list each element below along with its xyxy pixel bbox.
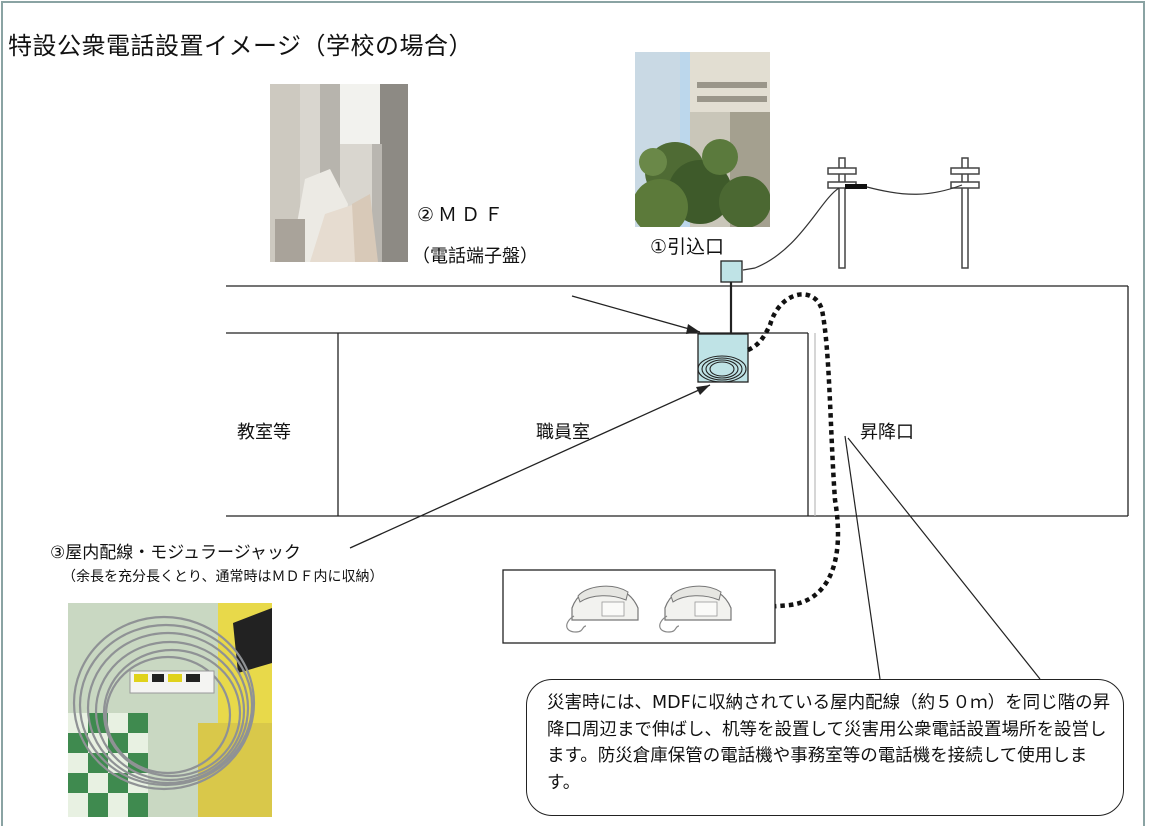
callout-text: 災害時には、MDFに収納されている屋内配線（約５０ｍ）を同じ階の昇降口周辺まで伸… bbox=[547, 693, 1111, 793]
mdf-photo bbox=[270, 84, 408, 262]
telephone-icon bbox=[566, 585, 639, 633]
page-title: 特設公衆電話設置イメージ（学校の場合） bbox=[8, 32, 474, 60]
wiring-arrow bbox=[349, 384, 711, 549]
phone-table bbox=[502, 569, 776, 644]
pole-left bbox=[838, 157, 846, 269]
callout-pointers bbox=[844, 435, 1041, 680]
classroom-label: 教室等 bbox=[237, 422, 291, 443]
cable-photo bbox=[68, 603, 272, 817]
entrance-label: 昇降口 bbox=[860, 422, 914, 443]
pole-right bbox=[961, 157, 969, 269]
telephone-icon bbox=[659, 585, 732, 633]
utility-poles bbox=[827, 157, 980, 269]
extended-wiring bbox=[739, 292, 841, 610]
entry-box bbox=[720, 260, 743, 283]
mdf-sub-label: （電話端子盤） bbox=[412, 246, 538, 267]
mdf-arrow bbox=[571, 295, 701, 333]
wiring-sub-label: （余長を充分長くとり、通常時はＭＤＦ内に収納） bbox=[62, 569, 384, 585]
drop-line bbox=[742, 187, 840, 271]
mdf-label: ②ＭＤＦ bbox=[417, 204, 508, 226]
explanation-callout: 災害時には、MDFに収納されている屋内配線（約５０ｍ）を同じ階の昇降口周辺まで伸… bbox=[526, 679, 1124, 816]
building-outline bbox=[226, 285, 1129, 517]
pole-connector bbox=[845, 184, 867, 189]
overhead-line bbox=[866, 184, 963, 195]
entry-label: ①引込口 bbox=[650, 236, 725, 258]
wiring-label: ③屋内配線・モジュラージャック bbox=[50, 543, 301, 563]
coiled-wire-icon bbox=[697, 355, 747, 383]
staff-room-label: 職員室 bbox=[536, 422, 590, 443]
entry-photo bbox=[635, 52, 770, 227]
